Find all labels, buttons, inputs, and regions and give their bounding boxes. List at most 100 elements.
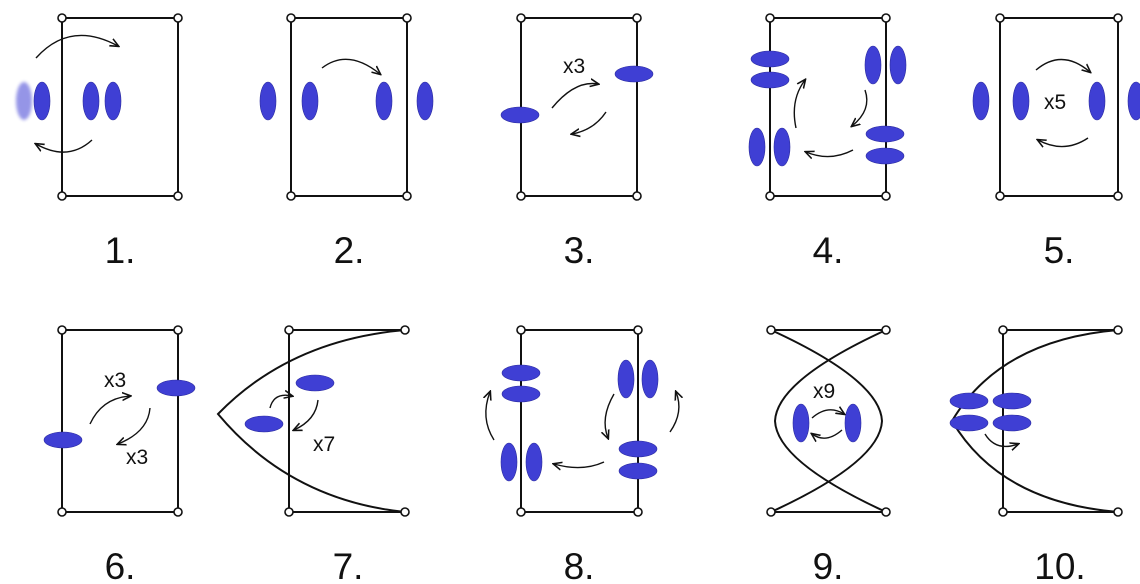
arrow [1038,137,1089,147]
node [881,191,891,201]
blob [972,81,990,121]
node [995,191,1005,201]
node [632,13,642,23]
panel-1 [16,13,183,201]
node [998,507,1008,517]
node [1113,191,1123,201]
panel-6: x3 x3 [43,325,196,517]
node [516,507,526,517]
multiplier-label: x3 [104,369,126,392]
node [1113,325,1123,335]
blob [844,403,862,443]
node [995,13,1005,23]
blob [949,414,989,432]
node [1113,13,1123,23]
node [400,325,410,335]
panel-3-frame [520,17,638,197]
panel-4 [748,13,907,201]
node [766,325,776,335]
blob [889,45,907,85]
node [633,507,643,517]
node [1113,507,1123,517]
node [173,507,183,517]
blob [295,374,335,392]
panel-2-frame [290,17,408,197]
arrow [554,461,605,468]
panel-9-curve [773,329,887,513]
arrow [812,429,843,438]
blob [501,385,541,403]
blob [614,65,654,83]
node [57,507,67,517]
node [284,325,294,335]
panel-9: x9 [766,325,891,517]
blob [43,431,83,449]
arrow [551,84,598,109]
node [881,507,891,517]
arrow [984,433,1018,446]
blob [748,127,766,167]
blob [992,414,1032,432]
node [57,325,67,335]
arrow [36,139,93,153]
blob [500,442,518,482]
arrow [572,111,607,134]
blob [618,462,658,480]
blob [82,81,100,121]
blob [1127,81,1140,121]
multiplier-label: x7 [313,433,335,456]
panel-9-curve [770,329,884,513]
node [633,325,643,335]
node [881,13,891,23]
blob [750,50,790,68]
arrow [852,89,868,126]
node [400,507,410,517]
panel-10 [949,325,1123,517]
blob [33,81,51,121]
blob [1012,81,1030,121]
multiplier-label: x3 [126,446,148,469]
node [632,191,642,201]
blob [949,392,989,410]
panel-7-curve [216,329,406,513]
blob [865,125,905,143]
panel-number-label: 7. [333,546,364,584]
node [516,325,526,335]
arrow [118,407,151,444]
blob [773,127,791,167]
panel-number-label: 5. [1044,230,1075,271]
arrow [321,58,380,74]
blob [501,364,541,382]
node [286,191,296,201]
blob [525,442,543,482]
blob [792,403,810,443]
arrow [669,392,679,433]
panel-2 [259,13,434,201]
node [765,191,775,201]
node [173,325,183,335]
node [286,13,296,23]
multiplier-label: x5 [1044,91,1066,114]
panel-number-label: 3. [564,230,595,271]
blob [750,71,790,89]
node [766,507,776,517]
arrow [811,410,844,419]
blob [156,379,196,397]
panel-number-label: 1. [105,230,136,271]
panel-number-label: 8. [564,546,595,584]
arrow [35,34,118,59]
blob [618,440,658,458]
node [57,13,67,23]
arrow [89,396,130,425]
panel-number-label: 10. [1034,546,1085,584]
blob [259,81,277,121]
panel-number-label: 2. [334,230,365,271]
blob [301,81,319,121]
blob [617,359,635,399]
multiplier-label: x3 [563,55,585,78]
blob [500,106,540,124]
arrow [806,149,854,157]
blob [865,147,905,165]
blob [1088,81,1106,121]
